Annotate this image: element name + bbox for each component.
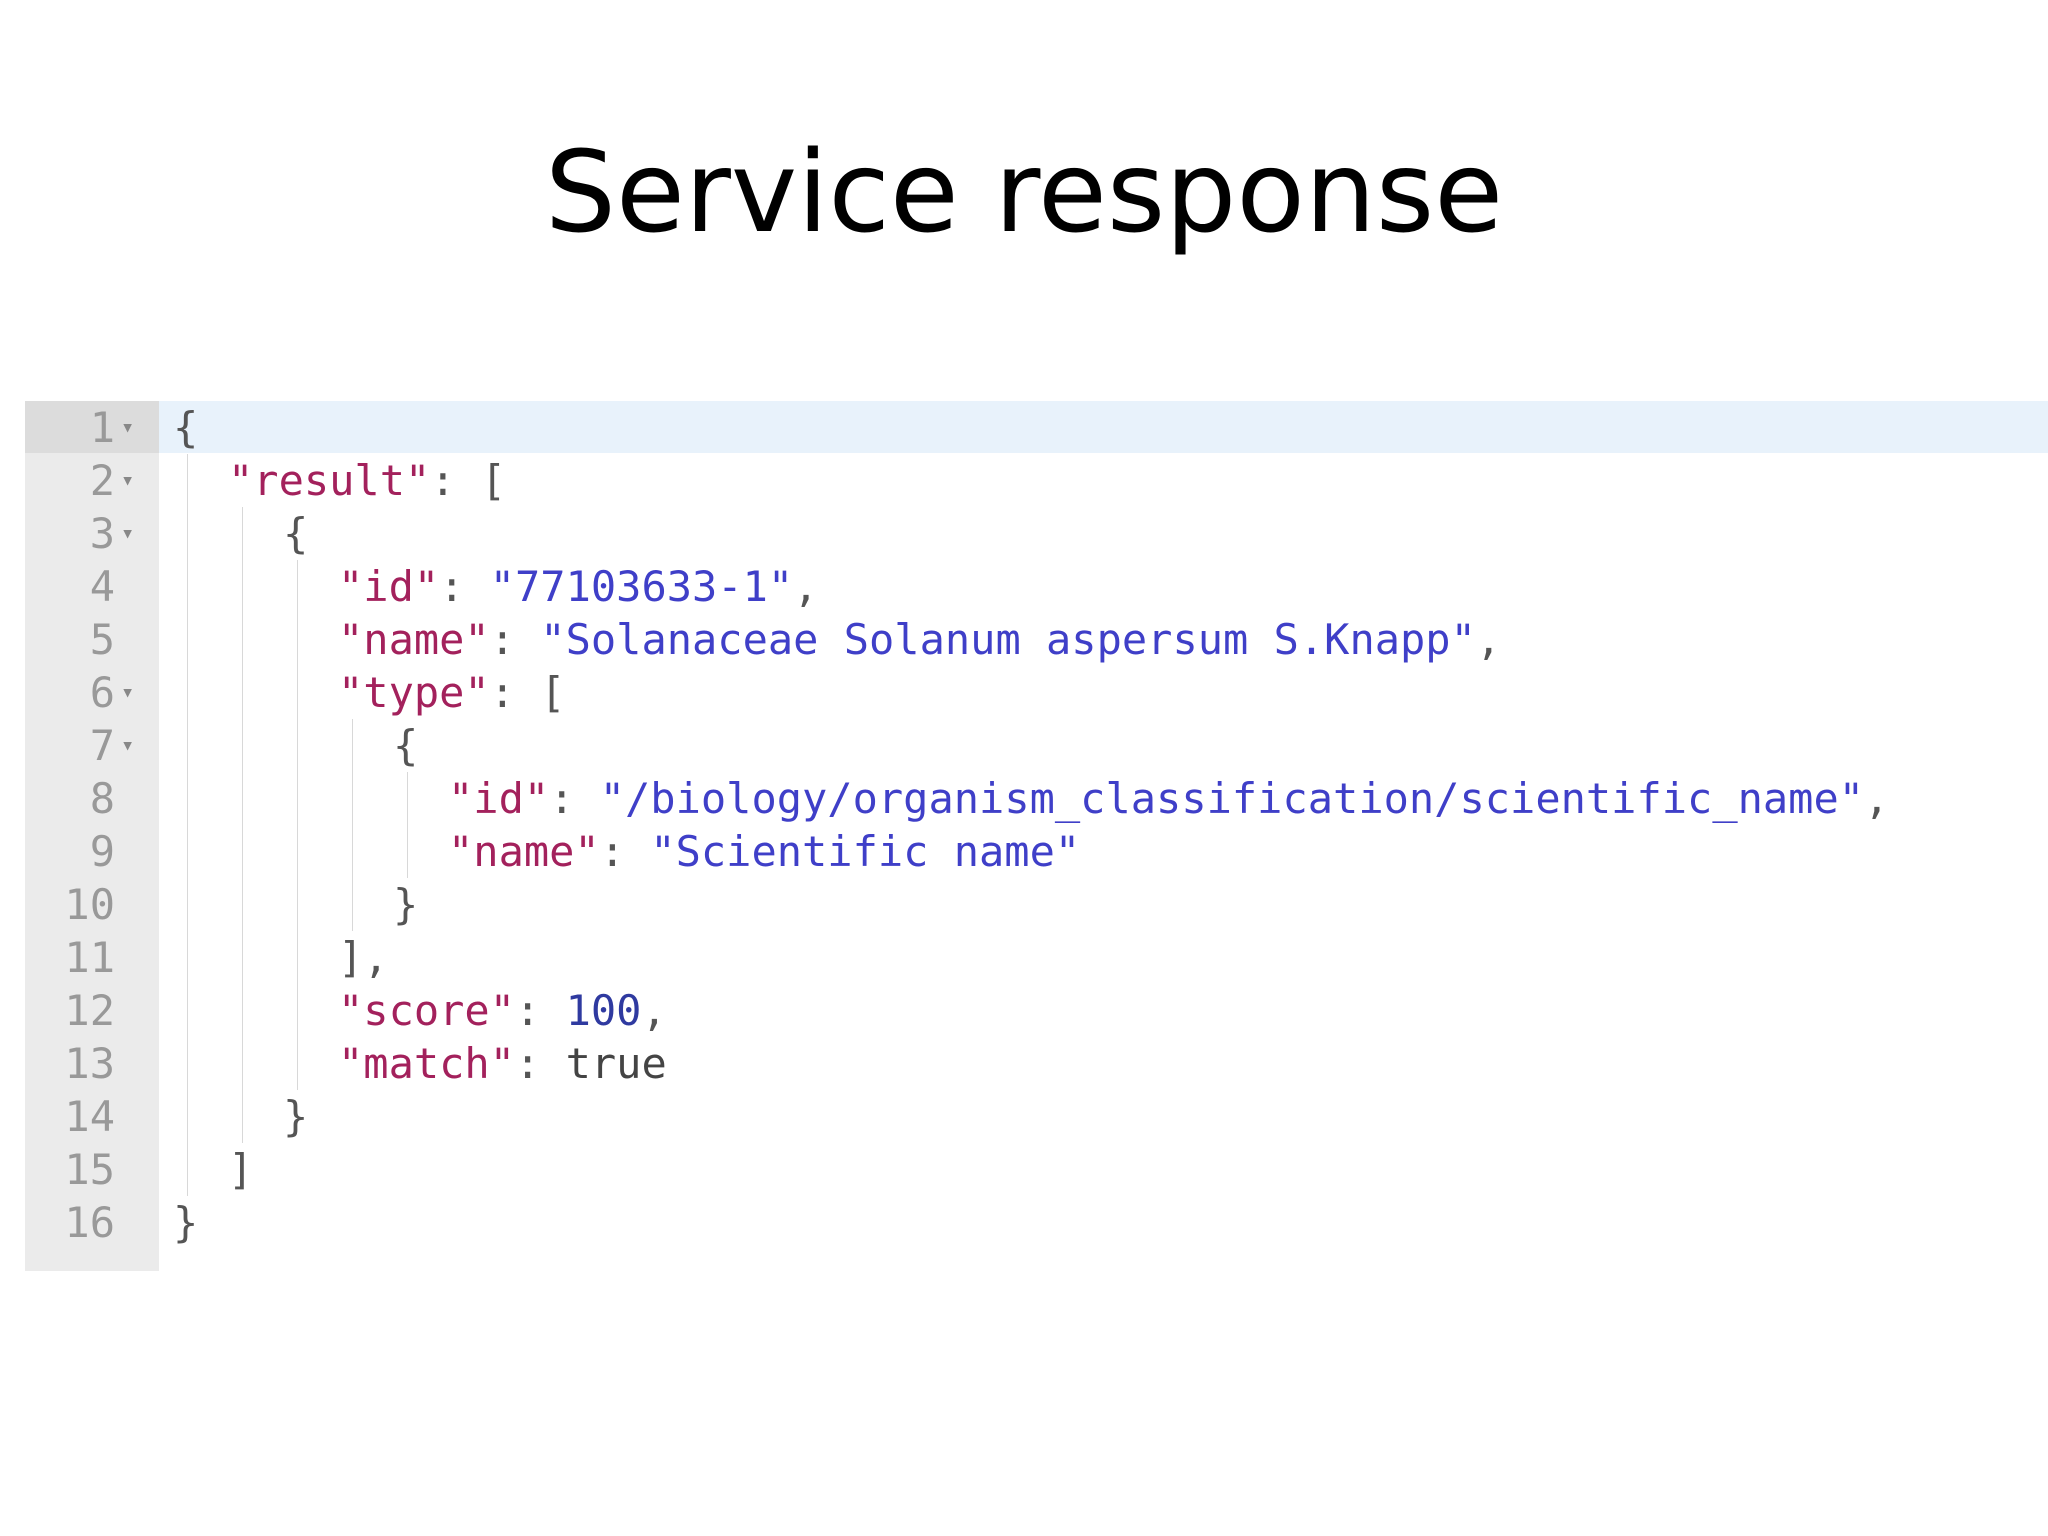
code-token: "Solanaceae Solanum aspersum S.Knapp" (540, 615, 1476, 664)
code-text: ] (228, 1143, 253, 1196)
code-token: : [ (430, 456, 507, 505)
code-token: : (599, 827, 651, 876)
slide-title: Service response (544, 128, 1504, 258)
code-text: "id": "77103633-1", (338, 560, 818, 613)
line-number: 10 (64, 880, 115, 929)
code-token: { (173, 403, 199, 452)
code-text: "id": "/biology/organism_classification/… (448, 772, 1889, 825)
code-token: } (173, 1198, 199, 1247)
code-token: ], (338, 933, 389, 982)
code-token: "result" (228, 456, 431, 505)
code-token: : (515, 1039, 566, 1088)
indent-guide-line (352, 719, 353, 931)
code-token: "type" (338, 668, 490, 717)
line-number: 9 (89, 827, 115, 876)
code-token: : (439, 562, 490, 611)
line-number: 4 (89, 562, 115, 611)
code-token: : (515, 986, 566, 1035)
code-token: , (1475, 615, 1502, 664)
code-line[interactable]: 15] (25, 1143, 2048, 1196)
json-code-editor[interactable]: 1▾{2▾"result": [3▾{4"id": "77103633-1",5… (25, 401, 2048, 1271)
code-token: ] (228, 1145, 254, 1194)
code-text: "match": true (338, 1037, 667, 1090)
code-token: : (489, 615, 541, 664)
code-token: { (283, 509, 309, 558)
indent-guide-line (297, 560, 298, 1090)
code-line[interactable]: 6▾ "type": [ (25, 666, 2048, 719)
line-number: 2 (89, 456, 115, 505)
code-token: "match" (338, 1039, 516, 1088)
fold-arrow-icon[interactable]: ▾ (121, 415, 135, 440)
line-number: 5 (89, 615, 115, 664)
line-number: 16 (64, 1198, 115, 1247)
code-text: "type": [ (338, 666, 566, 719)
code-line[interactable]: 1▾ { (25, 401, 2048, 454)
code-text: "name": "Scientific name" (448, 825, 1080, 878)
code-line[interactable]: 5 "name": "Solanaceae Solanum aspersum S.… (25, 613, 2048, 666)
active-line-gutter-highlight (25, 401, 159, 453)
code-text: } (283, 1090, 308, 1143)
code-token: "77103633-1" (489, 562, 794, 611)
line-number: 7 (89, 721, 115, 770)
code-token: "id" (338, 562, 440, 611)
code-text: { (173, 401, 198, 454)
line-number: 13 (64, 1039, 115, 1088)
indent-guide-line (187, 454, 188, 1196)
active-line-highlight (159, 401, 2048, 453)
code-text: } (173, 1196, 198, 1249)
fold-arrow-icon[interactable]: ▾ (121, 521, 135, 546)
code-token: , (1864, 774, 1890, 823)
code-text: ], (338, 931, 389, 984)
fold-arrow-icon[interactable]: ▾ (121, 680, 135, 705)
fold-arrow-icon[interactable]: ▾ (121, 468, 135, 493)
code-token: } (393, 880, 419, 929)
code-token: "id" (448, 774, 550, 823)
line-number-gutter (25, 401, 159, 1271)
code-token: : (549, 774, 600, 823)
code-token: , (793, 562, 819, 611)
code-line[interactable]: 4 "id": "77103633-1", (25, 560, 2048, 613)
code-line[interactable]: 9 "name": "Scientific name" (25, 825, 2048, 878)
code-line[interactable]: 11], (25, 931, 2048, 984)
indent-guide-line (242, 507, 243, 1143)
code-text: { (393, 719, 418, 772)
code-token: { (393, 721, 419, 770)
code-token: "/biology/organism_classification/scient… (599, 774, 1865, 823)
code-line[interactable]: 10} (25, 878, 2048, 931)
code-token: "score" (338, 986, 516, 1035)
line-number: 3 (89, 509, 115, 558)
code-token: "name" (448, 827, 600, 876)
code-token: , (641, 986, 667, 1035)
code-line[interactable]: 14} (25, 1090, 2048, 1143)
code-token: : [ (489, 668, 566, 717)
line-number: 6 (89, 668, 115, 717)
fold-arrow-icon[interactable]: ▾ (121, 733, 135, 758)
line-number: 15 (64, 1145, 115, 1194)
line-number: 11 (64, 933, 115, 982)
line-number: 8 (89, 774, 115, 823)
code-line[interactable]: 16} (25, 1196, 2048, 1249)
code-text: } (393, 878, 418, 931)
code-text: "name": "Solanaceae Solanum aspersum S.K… (338, 613, 1501, 666)
code-token: true (565, 1039, 667, 1088)
line-number: 1 (89, 403, 115, 452)
line-number: 14 (64, 1092, 115, 1141)
code-token: "name" (338, 615, 490, 664)
code-token: } (283, 1092, 309, 1141)
code-line[interactable]: 3▾ { (25, 507, 2048, 560)
code-text: { (283, 507, 308, 560)
code-line[interactable]: 13 "match": true (25, 1037, 2048, 1090)
code-line[interactable]: 12 "score": 100, (25, 984, 2048, 1037)
code-token: 100 (565, 986, 642, 1035)
code-token: "Scientific name" (650, 827, 1081, 876)
code-line[interactable]: 8 "id": "/biology/organism_classification… (25, 772, 2048, 825)
code-line[interactable]: 2▾ "result": [ (25, 454, 2048, 507)
line-number: 12 (64, 986, 115, 1035)
code-text: "result": [ (228, 454, 506, 507)
code-line[interactable]: 7▾ { (25, 719, 2048, 772)
indent-guide-line (407, 772, 408, 878)
code-text: "score": 100, (338, 984, 667, 1037)
